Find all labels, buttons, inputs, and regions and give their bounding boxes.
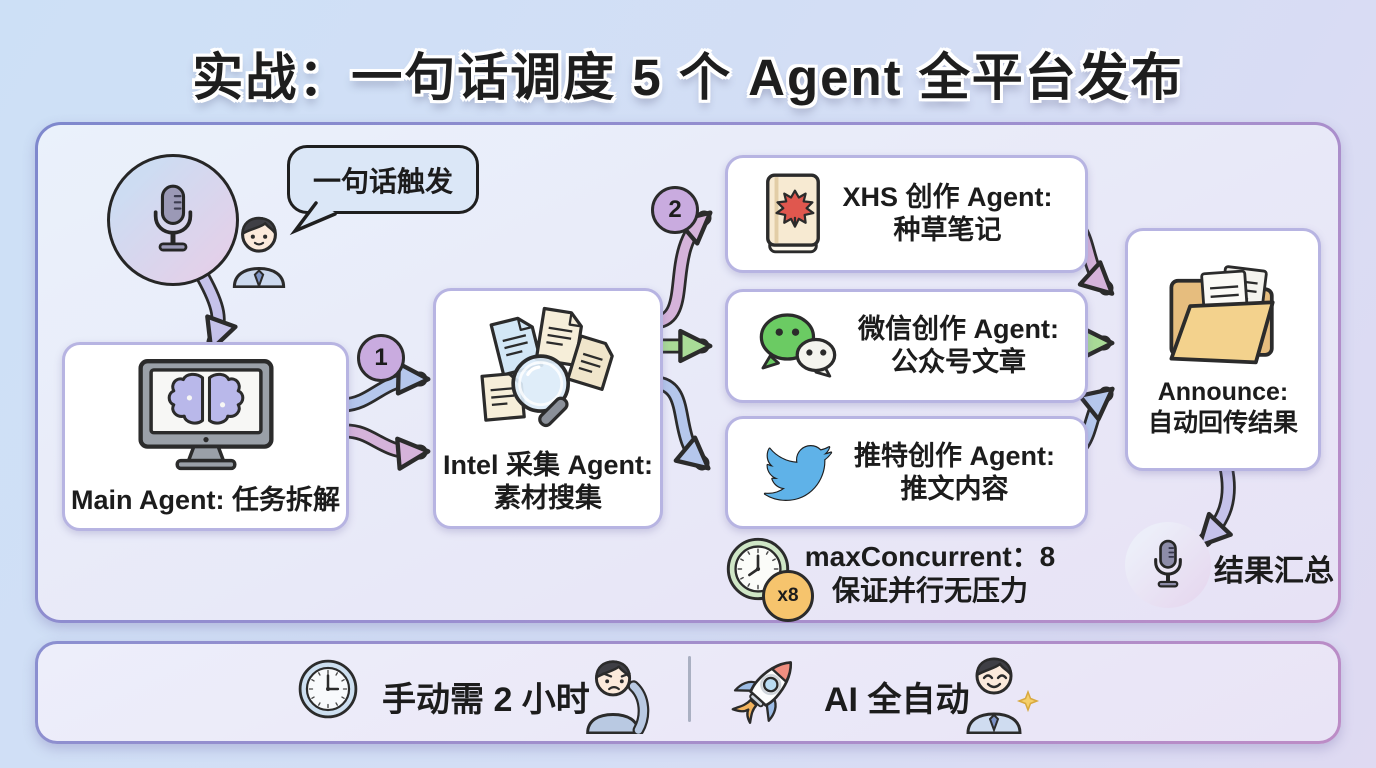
step-badge-1-text: 1 [374,344,388,371]
concurrency-multiplier-text: x8 [777,585,799,606]
announce-label: Announce: 自动回传结果 [1148,377,1298,438]
main-agent-label: Main Agent: 任务拆解 [71,485,340,516]
xhs-agent-line2: 种草笔记 [893,215,1002,245]
speech-bubble-tail [289,201,337,236]
clock-icon [298,659,358,719]
documents-magnifier-icon [480,306,614,427]
step-badge-2-text: 2 [668,196,682,223]
manual-time-label: 手动需 2 小时 [382,681,590,719]
announce-line2: 自动回传结果 [1147,408,1298,437]
wechat-agent-label: 微信创作 Agent: 公众号文章 [858,313,1059,379]
ai-auto-label: AI 全自动 [824,681,970,719]
wechat-agent-line2: 公众号文章 [890,347,1026,377]
page-title: 实战：一句话调度 5 个 Agent 全平台发布 [192,49,1184,106]
concurrency-line2: 保证并行无压力 [831,574,1028,606]
step-badge-1: 1 [357,334,405,382]
wechat-icon [759,313,837,378]
microphone-icon [153,184,193,252]
node-announce: Announce: 自动回传结果 [1125,228,1321,471]
wechat-agent-line1: 微信创作 Agent: [858,314,1059,345]
result-summary-label: 结果汇总 [1214,555,1334,588]
intel-agent-line2: 素材搜集 [494,482,602,513]
step-badge-2: 2 [651,186,699,234]
tired-person-icon [586,660,650,734]
speech-bubble: 一句话触发 [287,145,479,214]
twitter-agent-line1: 推特创作 Agent: [854,440,1055,471]
node-twitter-agent: 推特创作 Agent: 推文内容 [725,416,1088,529]
xhs-agent-label: XHS 创作 Agent: 种草笔记 [842,181,1052,247]
monitor-brain-icon [137,359,274,471]
node-xhs-agent: XHS 创作 Agent: 种草笔记 [725,155,1088,273]
twitter-agent-line2: 推文内容 [900,473,1009,504]
node-intel-agent: Intel 采集 Agent: 素材搜集 [433,288,663,529]
voice-input-circle [107,154,239,286]
node-main-agent: Main Agent: 任务拆解 [62,342,349,531]
happy-person-icon [966,657,1040,734]
book-maple-leaf-icon [766,173,821,254]
concurrency-line1: maxConcurrent：8 [804,541,1056,572]
folder-documents-icon [1169,265,1275,365]
concurrency-note: maxConcurrent：8 保证并行无压力 [795,540,1065,607]
microphone-icon [1154,539,1182,588]
intel-agent-label: Intel 采集 Agent: 素材搜集 [443,449,653,515]
sparkle-icon [1016,689,1040,713]
footer-divider [688,656,691,722]
twitter-bird-icon [763,444,833,501]
result-mic-circle [1125,522,1211,608]
twitter-agent-label: 推特创作 Agent: 推文内容 [854,440,1055,506]
announce-line1: Announce: [1157,378,1289,406]
concurrency-multiplier-badge: x8 [762,570,814,622]
intel-agent-line1: Intel 采集 Agent: [443,449,653,480]
node-wechat-agent: 微信创作 Agent: 公众号文章 [725,289,1088,403]
speaker-person-avatar [232,216,286,288]
speech-bubble-text: 一句话触发 [312,165,453,197]
rocket-icon [731,661,793,724]
xhs-agent-line1: XHS 创作 Agent: [842,182,1053,213]
